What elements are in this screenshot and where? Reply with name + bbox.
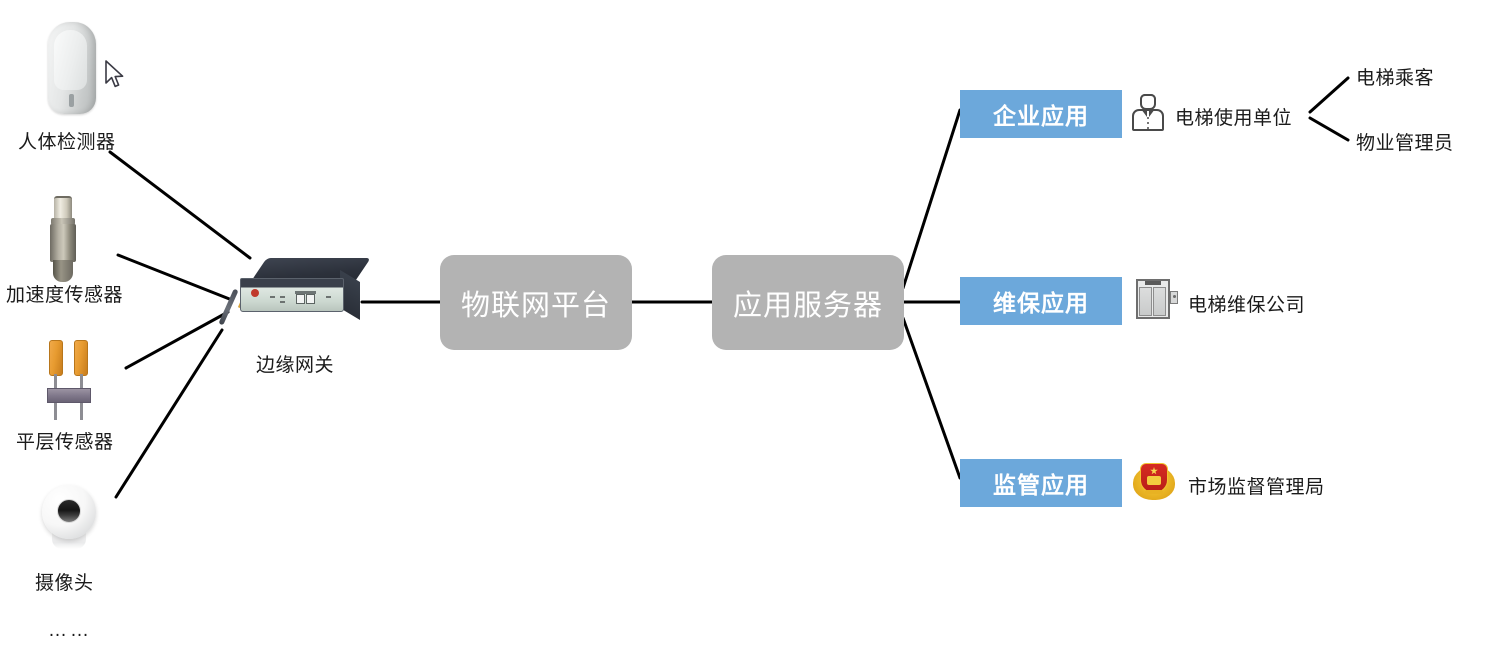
- actor-label-market-regulation-bureau: 市场监督管理局: [1188, 477, 1325, 498]
- node-iot-platform[interactable]: 物联网平台: [440, 255, 632, 350]
- camera-icon: [42, 485, 98, 551]
- sub-actor-label-property-manager: 物业管理员: [1356, 133, 1454, 154]
- accelerometer-sensor-icon: [42, 196, 84, 284]
- edge-human-detector-to-gateway: [108, 150, 252, 260]
- edge-app-server-to-enterprise: [901, 108, 962, 290]
- regulatory-application-label: 监管应用: [993, 472, 1089, 498]
- node-application-server[interactable]: 应用服务器: [712, 255, 904, 350]
- application-server-label: 应用服务器: [732, 289, 883, 322]
- gateway-label: 边缘网关: [256, 355, 335, 376]
- sub-actor-label-elevator-passenger: 电梯乘客: [1356, 68, 1435, 89]
- edge-app-server-to-regulatory: [901, 316, 962, 480]
- enterprise-application-label: 企业应用: [993, 103, 1089, 129]
- sensors-more-ellipsis: ……: [48, 620, 92, 641]
- actor-label-maintenance-company: 电梯维保公司: [1188, 295, 1306, 316]
- pir-motion-sensor-icon: [48, 22, 96, 114]
- mouse-pointer-icon: [105, 60, 124, 88]
- sensor-label-human-detector: 人体检测器: [18, 132, 116, 153]
- node-regulatory-application[interactable]: 监管应用: [960, 459, 1122, 507]
- sensor-label-leveling: 平层传感器: [16, 432, 114, 453]
- edge-actor-to-property-manager: [1308, 116, 1350, 142]
- node-maintenance-application[interactable]: 维保应用: [960, 277, 1122, 325]
- edge-gateway-device-icon: [218, 258, 371, 326]
- edge-accelerometer-to-gateway: [116, 253, 234, 302]
- government-emblem-icon: [1133, 461, 1177, 505]
- edge-actor-to-passenger: [1308, 76, 1350, 114]
- edge-camera-to-gateway: [114, 328, 224, 499]
- person-bust-icon: [1131, 93, 1167, 133]
- actor-label-elevator-user-unit: 电梯使用单位: [1175, 108, 1293, 129]
- node-enterprise-application[interactable]: 企业应用: [960, 90, 1122, 138]
- edge-leveling-to-gateway: [124, 310, 230, 370]
- sensor-label-accelerometer: 加速度传感器: [6, 285, 124, 306]
- maintenance-application-label: 维保应用: [993, 290, 1089, 316]
- elevator-doors-icon: [1134, 278, 1180, 322]
- iot-platform-label: 物联网平台: [460, 289, 611, 322]
- leveling-sensor-icon: [44, 340, 96, 424]
- sensor-label-camera: 摄像头: [35, 573, 94, 594]
